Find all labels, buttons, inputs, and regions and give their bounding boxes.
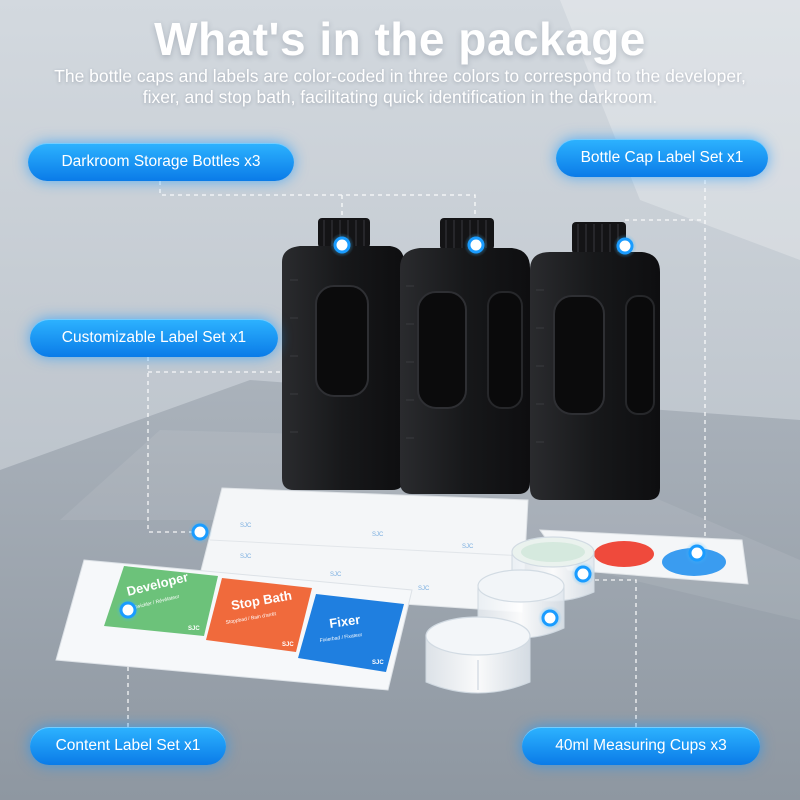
sheet-brand-mark: SJC (240, 554, 252, 560)
storage-bottle (530, 222, 660, 500)
page-title: What's in the package (154, 13, 646, 65)
sheet-brand-mark: SJC (462, 544, 474, 550)
fixer-label-name: Fixer (328, 612, 361, 631)
callout-customizable-label-set: Customizable Label Set x1 (30, 319, 278, 357)
hotspot-dot (116, 598, 140, 622)
hotspot-dot (613, 234, 637, 258)
storage-bottle (282, 218, 404, 490)
connector-custom (147, 357, 200, 533)
fixer-label-brand: SJC (372, 660, 384, 666)
hotspot-dot (685, 541, 709, 565)
window-light (560, 0, 800, 260)
fixer-label-sub: Fixierbad / Fixateur (319, 632, 363, 644)
content-label-sheet: Developer Entwickler / Révélateur SJC St… (55, 559, 413, 691)
measuring-cup (425, 616, 531, 694)
storage-bottle (400, 218, 530, 494)
stop-bath-label (206, 578, 312, 652)
stop-bath-label-brand: SJC (282, 642, 294, 648)
measuring-cups (425, 536, 595, 694)
storage-bottles (282, 218, 660, 500)
sheet-brand-mark: SJC (372, 532, 384, 538)
callout-storage-bottles: Darkroom Storage Bottles x3 (28, 143, 294, 181)
page-subtitle: The bottle caps and labels are color-cod… (54, 66, 746, 107)
hotspot-dots (116, 233, 709, 630)
hotspot-dot (188, 520, 212, 544)
callout-measuring-cups: 40ml Measuring Cups x3 (522, 727, 760, 765)
callout-cap-label-set: Bottle Cap Label Set x1 (556, 139, 768, 177)
fixer-label (298, 594, 404, 672)
callout-content-label-set: Content Label Set x1 (30, 727, 226, 765)
sheet-brand-mark: SJC (240, 523, 252, 529)
developer-label-brand: SJC (188, 626, 200, 632)
cap-label-red (594, 541, 654, 567)
connector-cups (586, 579, 637, 727)
hotspot-dot (538, 606, 562, 630)
hotspot-dot (330, 233, 354, 257)
sheet-brand-mark: SJC (330, 572, 342, 578)
sheet-brand-mark: SJC (418, 586, 430, 592)
hotspot-dot (464, 233, 488, 257)
hotspot-dot (571, 562, 595, 586)
